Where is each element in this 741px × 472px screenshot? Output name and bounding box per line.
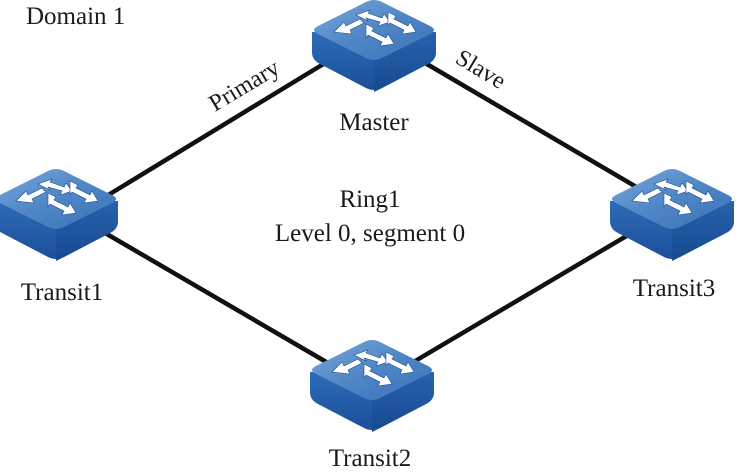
link-master-transit1 — [98, 58, 332, 202]
node-label-master: Master — [339, 109, 409, 136]
link-transit1-transit2 — [98, 228, 342, 372]
node-label-transit3: Transit3 — [632, 275, 716, 302]
node-label-transit2: Transit2 — [328, 445, 412, 472]
switch-icon-transit1[interactable] — [0, 168, 119, 262]
switch-icon-transit2[interactable] — [309, 339, 435, 433]
link-master-transit3 — [418, 58, 652, 197]
link-label-slave: Slave — [451, 45, 510, 95]
switch-icon-master[interactable] — [311, 0, 437, 93]
link-transit3-transit2 — [398, 223, 647, 372]
ring-name: Ring1 — [339, 186, 401, 213]
link-label-primary: Primary — [205, 55, 285, 117]
domain-label: Domain 1 — [26, 3, 126, 30]
ring-detail: Level 0, segment 0 — [274, 220, 466, 247]
node-label-transit1: Transit1 — [20, 279, 104, 306]
